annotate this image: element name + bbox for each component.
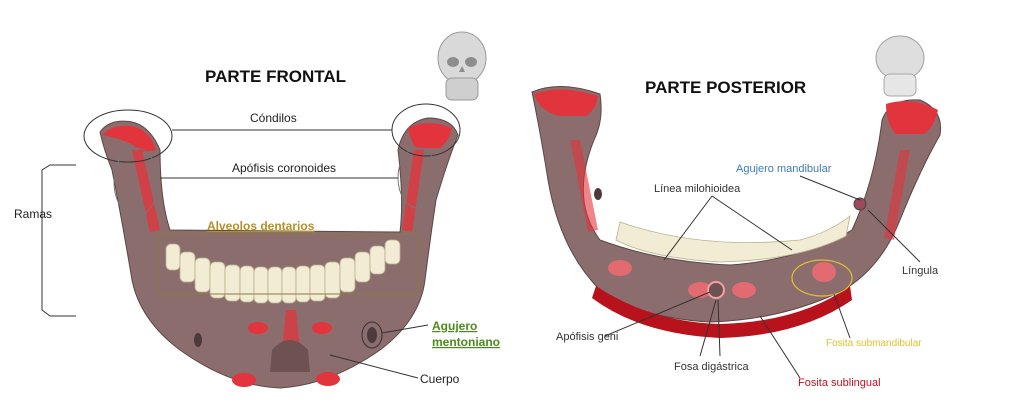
posterior-title: PARTE POSTERIOR — [645, 78, 806, 97]
label-agujero-mandibular: Agujero mandibular — [736, 163, 832, 175]
label-lingula: Língula — [902, 265, 939, 277]
label-condilos: Cóndilos — [250, 111, 297, 125]
label-linea-milohioidea: Línea milohioidea — [654, 183, 741, 195]
label-agujero-1: Agujero — [432, 319, 477, 333]
frontal-view: PARTE FRONTAL — [14, 32, 500, 388]
label-alveolos: Alveolos dentarios — [207, 219, 315, 233]
agujero-mentoniano-marker — [367, 327, 377, 343]
label-fosita-sublingual: Fosita sublingual — [798, 377, 881, 389]
frontal-title: PARTE FRONTAL — [205, 67, 346, 86]
label-fosita-submandibular: Fosita submandibular — [826, 338, 922, 349]
label-coronoides: Apófisis coronoides — [232, 161, 336, 175]
label-agujero-2: mentoniano — [432, 335, 500, 349]
posterior-view: PARTE POSTERIOR — [532, 36, 941, 389]
label-apofisis-geni: Apófisis geni — [556, 331, 618, 343]
label-fosa-digastrica: Fosa digástrica — [674, 361, 749, 373]
label-cuerpo: Cuerpo — [420, 372, 460, 386]
skull-back-icon — [876, 36, 924, 96]
skull-front-icon — [438, 32, 486, 100]
label-ramas: Ramas — [14, 207, 52, 221]
